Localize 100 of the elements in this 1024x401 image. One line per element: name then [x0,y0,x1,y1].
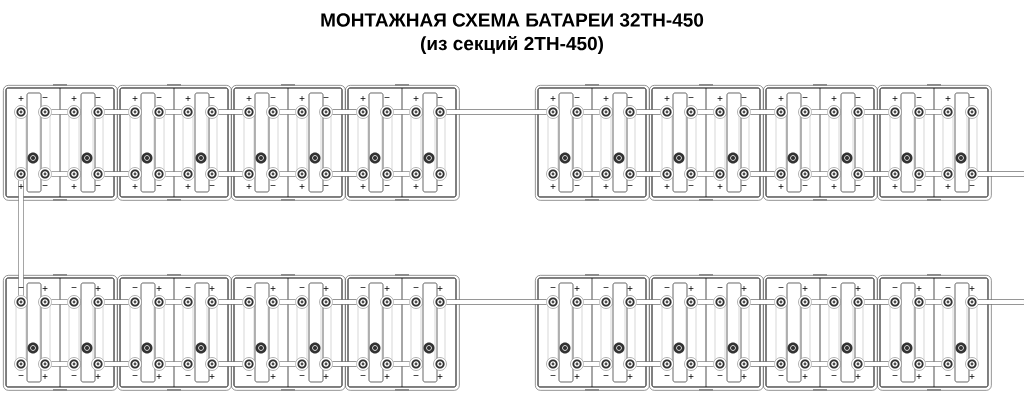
battery-section [3,274,118,391]
polarity-sign: − [360,287,366,288]
polarity-sign: − [717,287,723,288]
battery-section [231,84,346,201]
busbar [18,180,24,296]
polarity-sign: − [892,375,898,376]
battery-section [649,84,764,201]
polarity-sign: + [209,286,215,291]
polarity-sign: − [855,185,861,186]
polarity-sign: − [741,185,747,186]
polarity-sign: + [778,184,784,189]
battery-section [3,84,118,201]
polarity-sign: + [550,184,556,189]
polarity-sign: + [185,96,191,101]
polarity-sign: + [574,374,580,379]
polarity-sign: − [688,97,694,98]
battery-section [117,274,232,391]
polarity-sign: + [945,184,951,189]
polarity-sign: − [384,97,390,98]
polarity-sign: + [132,96,138,101]
polarity-sign: − [18,287,24,288]
polarity-sign: − [299,375,305,376]
polarity-sign: − [185,287,191,288]
polarity-sign: + [550,96,556,101]
polarity-sign: + [437,286,443,291]
subtitle: (из секций 2ТН-450) [421,35,603,55]
polarity-sign: + [627,374,633,379]
polarity-sign: + [270,374,276,379]
polarity-sign: − [437,185,443,186]
polarity-sign: − [627,97,633,98]
polarity-sign: + [42,286,48,291]
polarity-sign: − [323,185,329,186]
battery-section [117,84,232,201]
polarity-sign: + [574,286,580,291]
polarity-sign: − [550,375,556,376]
polarity-sign: − [132,375,138,376]
polarity-sign: − [42,185,48,186]
polarity-sign: − [802,185,808,186]
polarity-sign: + [209,374,215,379]
polarity-sign: − [413,375,419,376]
polarity-sign: + [246,96,252,101]
polarity-sign: − [574,185,580,186]
polarity-sign: + [360,184,366,189]
polarity-sign: − [802,97,808,98]
polarity-sign: − [132,287,138,288]
polarity-sign: − [323,97,329,98]
polarity-sign: − [185,375,191,376]
polarity-sign: + [384,374,390,379]
polarity-sign: − [156,185,162,186]
polarity-sign: + [855,374,861,379]
polarity-sign: + [156,286,162,291]
polarity-sign: + [71,96,77,101]
polarity-sign: − [603,287,609,288]
polarity-sign: − [18,375,24,376]
polarity-sign: + [688,374,694,379]
polarity-sign: + [299,184,305,189]
battery-section [877,274,992,391]
polarity-sign: + [95,286,101,291]
polarity-sign: − [664,287,670,288]
polarity-sign: − [717,375,723,376]
polarity-sign: − [550,287,556,288]
polarity-sign: − [574,97,580,98]
polarity-sign: − [246,375,252,376]
polarity-sign: − [916,97,922,98]
polarity-sign: + [717,184,723,189]
polarity-sign: + [627,286,633,291]
polarity-sign: − [778,287,784,288]
polarity-sign: + [892,96,898,101]
polarity-sign: − [42,97,48,98]
polarity-sign: + [132,184,138,189]
polarity-sign: − [969,97,975,98]
polarity-sign: + [18,184,24,189]
polarity-sign: + [778,96,784,101]
polarity-sign: + [603,96,609,101]
polarity-sign: − [627,185,633,186]
polarity-sign: + [916,286,922,291]
polarity-sign: + [916,374,922,379]
polarity-sign: + [156,374,162,379]
busbar [978,299,1024,305]
polarity-sign: + [855,286,861,291]
polarity-sign: + [323,374,329,379]
polarity-sign: − [831,287,837,288]
polarity-sign: − [95,97,101,98]
polarity-sign: − [831,375,837,376]
polarity-sign: + [71,184,77,189]
polarity-sign: − [437,97,443,98]
polarity-sign: − [945,287,951,288]
battery-section [535,274,650,391]
battery-section [231,274,346,391]
polarity-sign: − [209,97,215,98]
battery-section [535,84,650,201]
polarity-sign: − [945,375,951,376]
polarity-sign: + [413,184,419,189]
polarity-sign: + [323,286,329,291]
polarity-sign: + [42,374,48,379]
polarity-sign: + [603,184,609,189]
polarity-sign: + [717,96,723,101]
polarity-sign: − [741,97,747,98]
polarity-sign: − [778,375,784,376]
polarity-sign: − [209,185,215,186]
